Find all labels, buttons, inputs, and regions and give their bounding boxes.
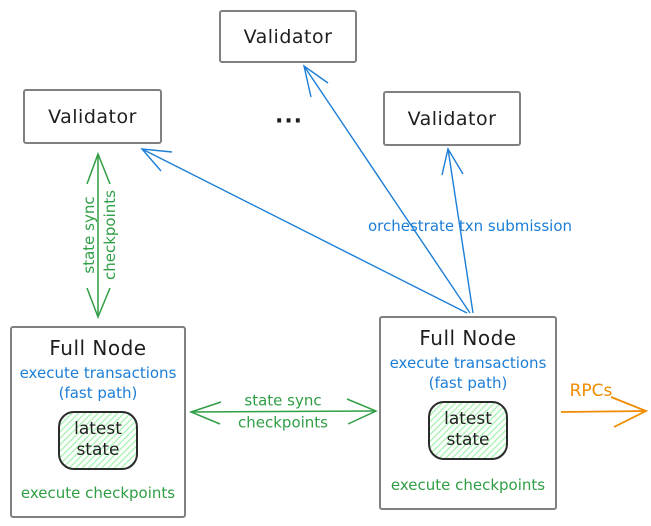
green-arrow-validator-fullnode xyxy=(86,151,111,320)
full-node-left-box: Full Node execute transactions (fast pat… xyxy=(10,326,186,518)
arrowhead-icon xyxy=(302,64,329,98)
full-node-right-latest-state-box: latest state xyxy=(428,401,508,460)
validator-right-box: Validator xyxy=(383,91,521,146)
rpcs-label: RPCs xyxy=(569,381,613,401)
state-sync-vertical-label: state sync checkpoints xyxy=(79,190,121,280)
arrowhead-icon xyxy=(610,396,649,428)
arrowhead-icon xyxy=(188,401,222,425)
latest-state-line1: latest xyxy=(444,409,492,429)
validator-left-box: Validator xyxy=(23,89,162,144)
blue-arrow-to-validator-left xyxy=(140,148,468,314)
full-node-left-exec: execute transactions (fast path) xyxy=(20,364,177,403)
latest-state-line2: state xyxy=(76,440,120,461)
state-sync-vertical-line1: state sync xyxy=(80,196,98,274)
latest-state-line2: state xyxy=(446,430,490,451)
arrowhead-icon xyxy=(346,398,378,425)
validator-top-label: Validator xyxy=(243,25,333,48)
blue-arrow-to-validator-top xyxy=(302,64,471,314)
state-sync-horizontal-line2: checkpoints xyxy=(238,413,328,432)
blue-arrow-to-validator-right xyxy=(441,147,474,314)
full-node-right-exec-line2: (fast path) xyxy=(428,373,508,392)
state-sync-horizontal-line1: state sync xyxy=(244,391,322,410)
arrowhead-icon xyxy=(86,151,111,185)
arrowhead-icon xyxy=(441,147,464,176)
full-node-left-exec-line1: execute transactions xyxy=(19,364,177,382)
full-node-left-latest-state-box: latest state xyxy=(58,411,138,470)
full-node-left-footer: execute checkpoints xyxy=(20,484,176,502)
full-node-right-exec: execute transactions (fast path) xyxy=(390,354,547,393)
full-node-left-exec-line2: (fast path) xyxy=(58,383,138,402)
full-node-right-title: Full Node xyxy=(419,326,517,350)
full-node-left-title: Full Node xyxy=(49,336,147,360)
green-arrow-fullnode-fullnode xyxy=(188,398,378,425)
state-sync-horizontal-label: state sync checkpoints xyxy=(238,391,328,432)
arrowhead-icon xyxy=(86,287,111,320)
full-node-right-box: Full Node execute transactions (fast pat… xyxy=(379,316,557,510)
orchestrate-txn-label: orchestrate txn submission xyxy=(367,217,573,235)
latest-state-line1: latest xyxy=(74,419,122,439)
full-node-right-footer: execute checkpoints xyxy=(390,476,546,494)
orange-arrow-rpcs xyxy=(560,396,649,428)
full-node-right-exec-line1: execute transactions xyxy=(389,354,547,372)
validator-top-box: Validator xyxy=(219,10,357,63)
validator-ellipsis: ... xyxy=(274,103,304,129)
validator-left-label: Validator xyxy=(48,105,137,128)
validator-right-label: Validator xyxy=(407,107,497,130)
arrowhead-icon xyxy=(140,148,173,172)
state-sync-vertical-line2: checkpoints xyxy=(101,190,119,280)
